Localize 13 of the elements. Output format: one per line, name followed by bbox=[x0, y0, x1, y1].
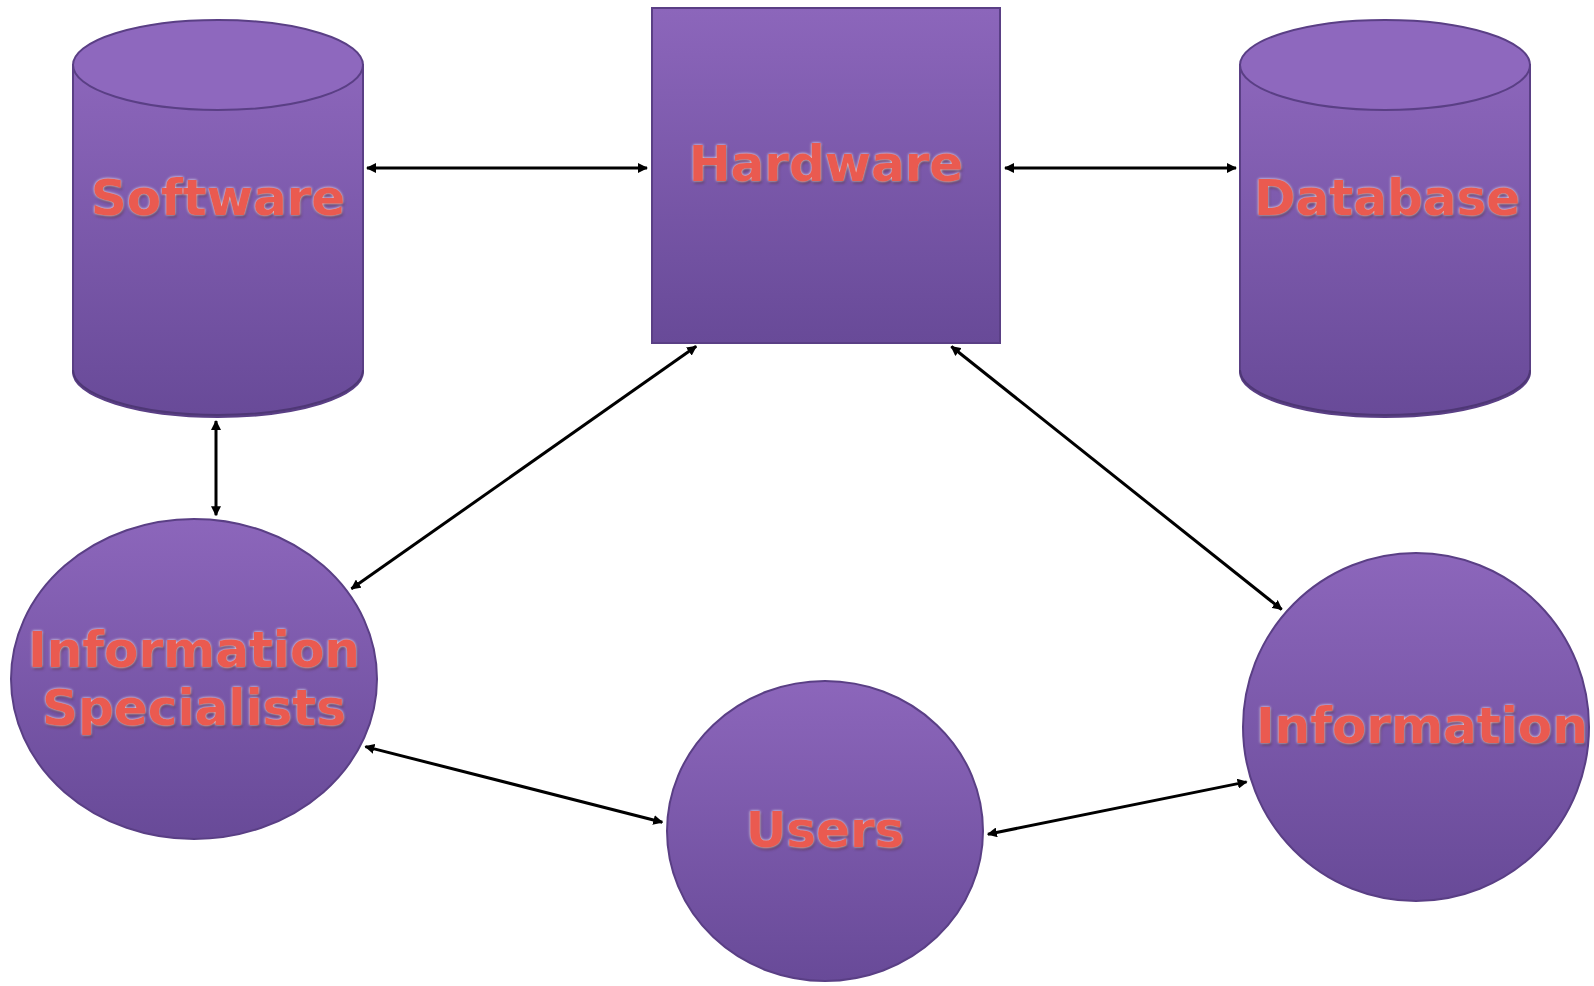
double-arrow bbox=[366, 163, 648, 173]
double-arrow bbox=[350, 345, 698, 591]
double-arrow bbox=[986, 778, 1248, 838]
double-arrow bbox=[950, 345, 1283, 611]
node-label: Database bbox=[1253, 169, 1522, 228]
node-label: Hardware bbox=[687, 136, 965, 195]
node-label: Software bbox=[89, 169, 347, 228]
double-arrow bbox=[364, 744, 664, 825]
double-arrow bbox=[1004, 163, 1237, 173]
node-label: Information Specialists bbox=[27, 621, 361, 737]
double-arrow bbox=[211, 420, 221, 517]
node-label: Users bbox=[744, 802, 906, 860]
node-label: Information bbox=[1255, 698, 1589, 756]
